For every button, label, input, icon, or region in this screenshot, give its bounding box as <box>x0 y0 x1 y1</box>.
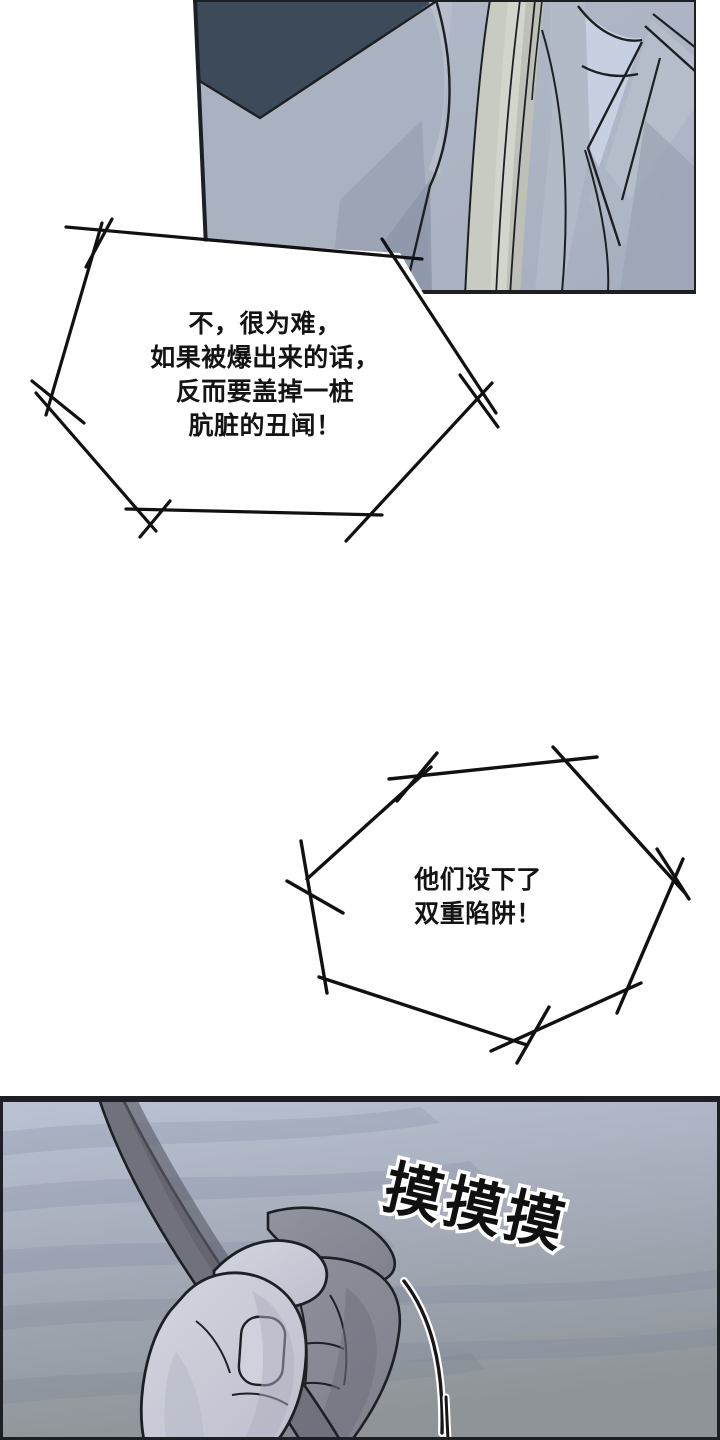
comic-panel-bottom <box>0 1095 720 1440</box>
panel-bottom-artwork <box>0 1096 720 1440</box>
speech-bubble-1: 不，很为难， 如果被爆出来的话， 反而要盖掉一桩 肮脏的丑闻！ <box>30 215 500 555</box>
panel-bottom-border <box>0 1096 720 1440</box>
speech-bubble-2-text: 他们设下了 双重陷阱！ <box>414 866 542 928</box>
speech-bubble-1-outline <box>30 217 500 543</box>
panel-top-border <box>192 0 696 294</box>
speech-bubble-2: 他们设下了 双重陷阱！ <box>285 745 695 1065</box>
speech-bubble-2-outline <box>285 745 691 1065</box>
panel-top-artwork <box>192 0 696 294</box>
speech-bubble-1-text: 不，很为难， 如果被爆出来的话， 反而要盖掉一桩 肮脏的丑闻！ <box>150 310 380 440</box>
comic-panel-top <box>190 0 696 296</box>
